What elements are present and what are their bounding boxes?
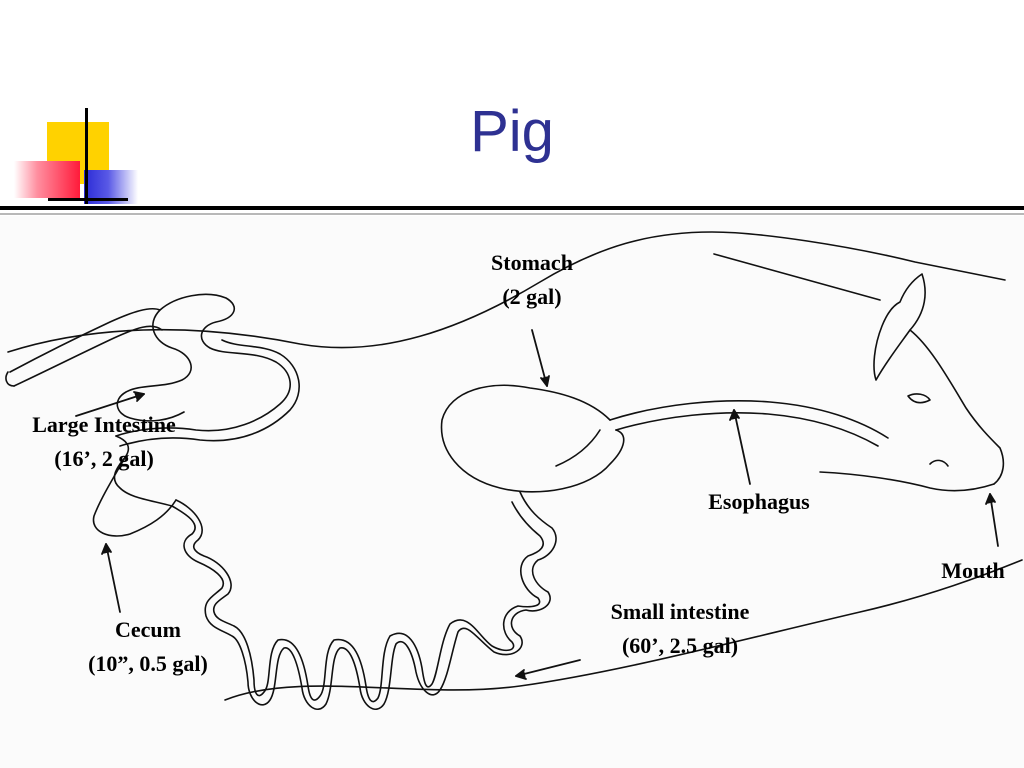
label-mouth-name: Mouth xyxy=(941,558,1005,583)
back-line xyxy=(713,253,881,301)
label-esophagus-name: Esophagus xyxy=(708,489,810,514)
label-stomach-name: Stomach xyxy=(491,250,573,275)
rectum-tube xyxy=(9,307,161,373)
stomach-inner xyxy=(555,429,601,467)
arrow-esophagus xyxy=(733,409,751,485)
pig-head xyxy=(819,273,1005,492)
small-intestine-tube-inner xyxy=(175,499,544,703)
label-small-intestine-detail: (60’, 2.5 gal) xyxy=(621,633,739,658)
label-large-intestine-name: Large Intestine xyxy=(32,412,176,437)
arrow-large-intestine xyxy=(75,393,145,417)
small-intestine-tube xyxy=(171,491,557,710)
arrow-small-intestine xyxy=(515,659,581,677)
title-divider xyxy=(0,206,1024,210)
decor-red-square xyxy=(14,161,80,198)
label-large-intestine-detail: (16’, 2 gal) xyxy=(54,446,154,471)
esophagus-tube-inner xyxy=(615,412,879,447)
label-stomach: Stomach (2 gal) xyxy=(472,246,592,314)
label-small-intestine: Small intestine (60’, 2.5 gal) xyxy=(584,595,776,663)
body-outline xyxy=(7,231,1006,353)
large-intestine-coils-inner xyxy=(119,339,300,447)
label-esophagus: Esophagus xyxy=(686,485,832,519)
belly-outline xyxy=(224,559,1023,701)
rectum-tube-inner xyxy=(13,325,163,387)
cecum-pouch xyxy=(92,455,177,537)
anus-opening xyxy=(5,371,15,387)
label-cecum: Cecum (10”, 0.5 gal) xyxy=(56,613,240,681)
label-small-intestine-name: Small intestine xyxy=(610,599,750,624)
diagram-background xyxy=(0,216,1024,768)
decor-horizontal-line xyxy=(48,198,128,201)
decor-vertical-line xyxy=(85,108,88,204)
label-mouth: Mouth xyxy=(926,554,1020,588)
stomach-outline xyxy=(440,384,625,493)
label-cecum-detail: (10”, 0.5 gal) xyxy=(88,651,208,676)
title-divider-shadow xyxy=(0,213,1024,215)
arrow-stomach xyxy=(531,329,548,387)
large-intestine-coils xyxy=(115,293,291,437)
label-cecum-name: Cecum xyxy=(115,617,181,642)
label-large-intestine: Large Intestine (16’, 2 gal) xyxy=(6,408,202,476)
label-stomach-detail: (2 gal) xyxy=(502,284,562,309)
arrow-cecum xyxy=(105,543,121,613)
pointer-arrows xyxy=(75,329,999,680)
slide-title: Pig xyxy=(470,99,554,164)
esophagus-tube xyxy=(609,400,889,439)
